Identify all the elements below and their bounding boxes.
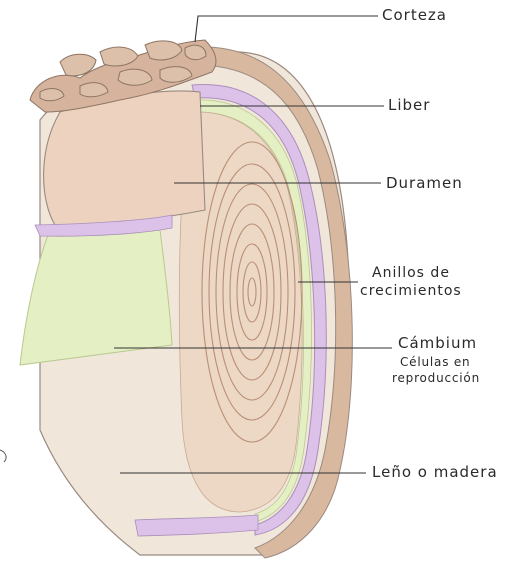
label-liber: Liber [388, 98, 430, 113]
label-cambium-sub2: reproducción [392, 372, 480, 384]
label-duramen: Duramen [386, 176, 463, 191]
bark-slab [44, 91, 205, 225]
label-cambium: Cámbium [398, 336, 477, 351]
label-leno: Leño o madera [372, 465, 498, 480]
corteza-leader [195, 16, 378, 42]
cambium-cut-face [20, 230, 172, 365]
label-cambium-sub1: Células en [400, 356, 470, 368]
label-anillos-line2: crecimientos [360, 284, 462, 298]
edge-mark [0, 450, 6, 462]
label-anillos-line1: Anillos de [372, 266, 450, 280]
label-corteza: Corteza [382, 8, 447, 23]
